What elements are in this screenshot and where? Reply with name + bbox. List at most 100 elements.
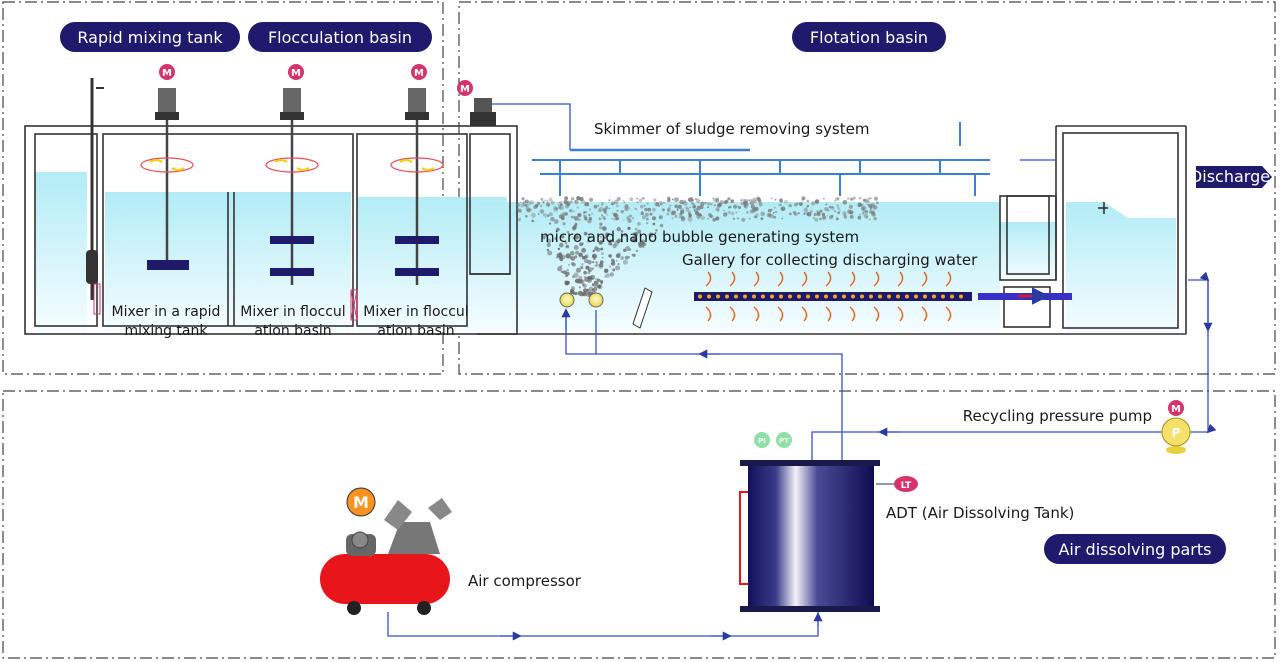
bubble-dot — [781, 217, 784, 220]
bubble-dot — [599, 262, 604, 268]
bubble-dot — [524, 204, 526, 207]
bubble-dot — [589, 197, 594, 202]
bubble-dot — [531, 219, 535, 223]
bubble-dot — [623, 201, 626, 204]
bubble-dot — [693, 203, 695, 206]
pressure-indicator-badge: PI — [754, 432, 770, 448]
bubble-dot — [594, 264, 597, 267]
bubble-dot — [611, 212, 614, 215]
flow-separators — [350, 289, 358, 321]
bubble-dot — [565, 253, 571, 259]
bubble-dot — [633, 232, 638, 237]
bubble-dot — [707, 217, 709, 220]
bubble-dot — [574, 235, 580, 240]
bubble-dot — [699, 205, 704, 210]
bubble-dot — [537, 212, 540, 215]
bubble-dot — [730, 199, 733, 203]
svg-text:M: M — [291, 68, 301, 79]
bubble-dot — [688, 210, 692, 214]
bubble-dot — [581, 263, 584, 266]
bubble-dot — [753, 198, 757, 202]
bubble-dot — [562, 222, 566, 226]
bubble-dot — [779, 198, 783, 203]
bubble-dot — [674, 197, 679, 203]
bubble-dot — [591, 284, 595, 287]
bubble-dot — [864, 210, 869, 214]
bubble-dot — [620, 239, 623, 243]
bubble-dot — [736, 217, 740, 220]
tank-walls — [24, 125, 1187, 335]
bubble-dot — [666, 208, 670, 212]
bubble-dot — [687, 197, 693, 203]
bubble-dot — [536, 202, 541, 206]
bubble-dot — [715, 198, 720, 203]
bubble-dot — [579, 265, 584, 270]
bubble-dot — [646, 222, 649, 225]
bubble-dot — [680, 210, 685, 215]
bubble-dot — [798, 202, 801, 205]
bubble-dot — [700, 201, 705, 206]
bubble-dot — [770, 197, 773, 200]
bubble-dot — [816, 210, 818, 212]
svg-text:M: M — [460, 84, 470, 95]
bubble-dot — [760, 211, 765, 217]
bubble-dot — [772, 211, 775, 214]
bubble-dot — [712, 197, 715, 200]
bubble-dot — [766, 213, 771, 218]
bubble-dot — [539, 209, 545, 214]
bubble-dot — [521, 197, 525, 201]
bubble-dot — [568, 201, 572, 205]
inflow-arc — [729, 306, 736, 322]
bubble-nozzle — [559, 292, 575, 308]
bubble-dot — [826, 214, 829, 217]
motor-icon: M — [288, 64, 304, 80]
bubble-dot — [722, 212, 728, 217]
inflow-arc — [801, 271, 808, 287]
bubble-dot — [587, 218, 592, 224]
bubble-dot — [595, 261, 598, 264]
inflow-arc — [897, 271, 904, 287]
bubble-dot — [727, 197, 731, 201]
bubble-dot — [519, 201, 522, 204]
bubble-dot — [601, 240, 604, 243]
bubble-dot — [867, 203, 870, 206]
label-gallery: Gallery for collecting discharging water — [682, 251, 978, 269]
section-pill-air-dissolving: Air dissolving parts — [1044, 534, 1226, 564]
bubble-dot — [575, 278, 580, 283]
sludge-plate — [632, 287, 653, 329]
bubble-dot — [788, 203, 792, 208]
inflow-arc — [921, 271, 928, 287]
bubble-dot — [660, 203, 662, 205]
bubble-dot — [725, 199, 729, 203]
collector-hole — [905, 294, 909, 299]
inflow-arc — [873, 271, 880, 287]
bubble-dot — [616, 197, 621, 201]
bubble-dot — [608, 207, 611, 210]
bubble-dot — [566, 230, 570, 234]
bubble-dot — [754, 207, 759, 211]
bubble-dot — [542, 213, 547, 217]
bubble-dot — [758, 202, 763, 207]
bubble-dot — [564, 241, 568, 245]
inflow-arc — [753, 306, 760, 322]
bubble-dot — [546, 214, 550, 218]
bubble-dot — [773, 206, 776, 209]
bubble-dot — [613, 199, 619, 205]
bubble-dot — [719, 199, 725, 205]
bubble-dot — [542, 236, 546, 240]
bubble-dot — [614, 217, 618, 221]
bubble-dot — [587, 235, 591, 239]
label-bubble-system: micro and nano bubble generating system — [540, 228, 859, 246]
bubble-dot — [748, 199, 751, 202]
bubble-dot — [648, 232, 654, 238]
inflow-arc — [729, 271, 736, 287]
bubble-dot — [869, 197, 872, 200]
bubble-dot — [547, 250, 553, 256]
bubble-dot — [582, 283, 585, 286]
bubble-dot — [593, 204, 598, 209]
bubble-dot — [578, 252, 583, 258]
bubble-dot — [828, 205, 832, 209]
bubble-dot — [659, 223, 664, 228]
bubble-dot — [636, 201, 639, 204]
mixer-flocculation-b — [390, 88, 444, 285]
